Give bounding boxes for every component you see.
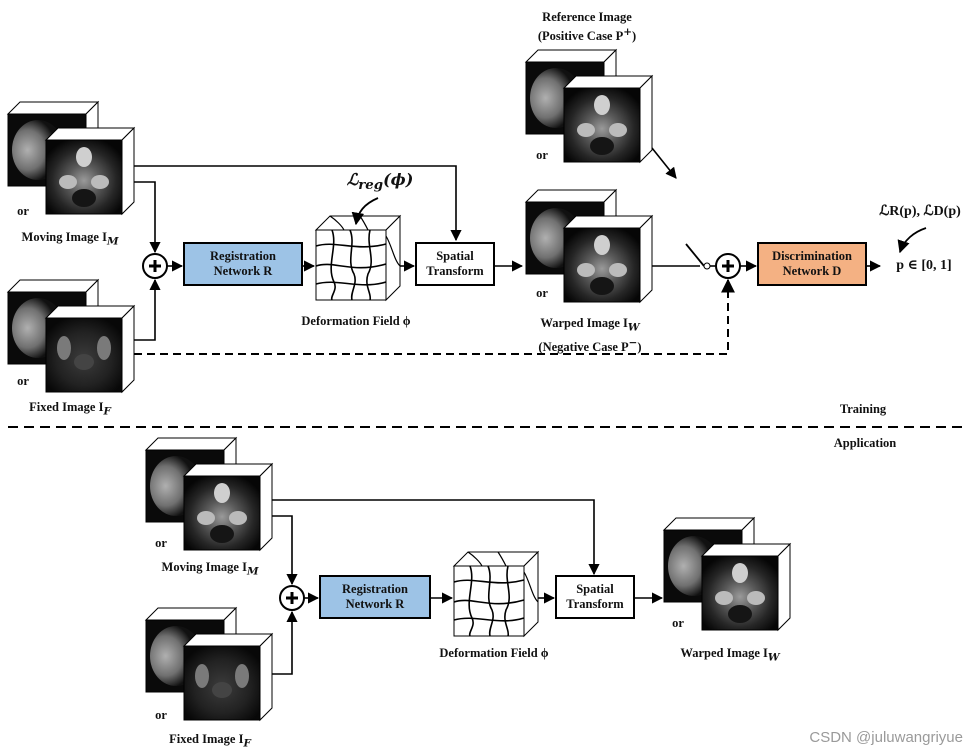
application-warped-label: Warped Image IW [680,646,780,664]
application-fixed-image-cube [145,607,273,721]
training-discrimination-box [757,242,867,286]
training-loss-rd-arrow [897,227,927,254]
training-reference-or: or [536,148,548,162]
application-deformation-label: Deformation Field ϕ [439,646,549,660]
training-reference-label: Reference Image (Positive Case P+) [537,10,637,44]
training-spatial-transform-box [415,242,495,286]
training-moving-label: Moving Image IM [21,230,119,248]
training-warped-or: or [536,286,548,300]
application-warped-image-cube [663,517,791,631]
application-fixed-or: or [155,708,167,722]
application-moving-label: Moving Image IM [161,560,259,578]
watermark: CSDN @juluwangriyue [809,729,963,746]
training-loss-rd-label: ℒR(p), ℒD(p) [879,204,961,219]
training-switch [685,243,705,267]
training-moving-image-cube [7,101,135,215]
application-fixed-label: Fixed Image IF [169,732,251,750]
training-output-label: p ∈ [0, 1] [896,258,952,273]
training-moving-or: or [17,204,29,218]
training-moving-to-plus-arrow [134,181,161,254]
application-deformation-cube [453,551,539,637]
application-section-label: Application [833,436,897,450]
application-registration-box [319,575,431,619]
training-deformation-label: Deformation Field ϕ [301,314,411,328]
training-section-label: Training [839,402,887,416]
training-reference-image-cube [525,49,653,163]
training-deformation-cube [315,215,401,301]
application-spatial-transform-box [555,575,635,619]
application-moving-or: or [155,536,167,550]
training-loss-reg-label: ℒreg(ϕ) [346,170,414,194]
training-loss-reg-arrow [351,197,379,226]
training-fixed-label: Fixed Image IF [29,400,111,418]
training-registration-box [183,242,303,286]
application-moving-image-cube [145,437,273,551]
training-fixed-to-plus-arrow [134,278,161,341]
training-fixed-or: or [17,374,29,388]
training-moving-to-spatial-arrow [134,165,462,242]
training-warped-label: Warped Image IW (Negative Case P−) [538,316,642,354]
application-warped-or: or [672,616,684,630]
training-fixed-to-discriminator-dashed [134,278,735,355]
